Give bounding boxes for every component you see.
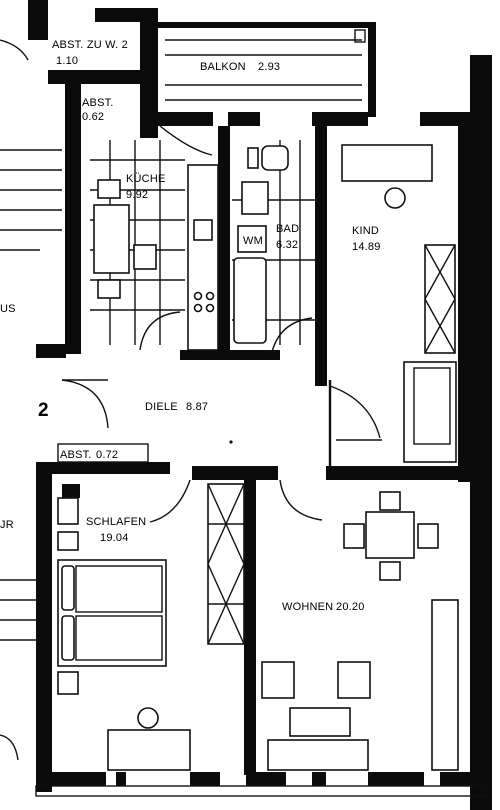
stool xyxy=(384,187,406,209)
child-bed-blanket xyxy=(413,367,451,445)
label-schlafen-area: 19.04 xyxy=(100,532,129,544)
stove-burner xyxy=(205,291,215,301)
dresser xyxy=(107,729,191,771)
label-wohnen-name: WOHNEN xyxy=(282,601,333,613)
schlafen-room xyxy=(57,483,245,771)
schlafen-door-swing xyxy=(149,479,191,523)
desk xyxy=(341,144,433,182)
label-diele-name: DIELE xyxy=(145,401,178,413)
label-kueche-area: 9.92 xyxy=(126,189,148,201)
bathroom-area xyxy=(232,140,315,353)
label-balkon-name: BALKON xyxy=(200,61,246,73)
stove-burner xyxy=(193,291,203,301)
bedroom-stool xyxy=(137,707,159,729)
bath-door-swing xyxy=(271,317,313,353)
abst-closet xyxy=(57,443,149,525)
label-bad-area: 6.32 xyxy=(276,239,298,251)
dining-table xyxy=(365,511,415,559)
stove-burner xyxy=(205,303,215,313)
kitchen-area xyxy=(90,140,219,351)
kitchen-table xyxy=(93,204,130,274)
pillow xyxy=(61,615,75,661)
toilet xyxy=(261,145,289,171)
edge-fragment-jr: JR xyxy=(0,519,14,531)
wall-unit xyxy=(431,599,459,771)
stairwell xyxy=(0,39,62,761)
label-diele-area: 8.87 xyxy=(186,401,208,413)
label-abst-mid-name: ABST. xyxy=(60,449,92,461)
blanket-left xyxy=(75,565,163,613)
bedroom-wardrobe xyxy=(207,483,245,645)
label-kind-name: KIND xyxy=(352,225,379,237)
kitchen-chair xyxy=(97,279,121,299)
child-bed xyxy=(403,361,457,463)
kind-door-swing xyxy=(329,385,381,439)
blanket-right xyxy=(75,615,163,661)
label-balkon-area: 2.93 xyxy=(258,61,280,73)
dining-chair xyxy=(343,523,365,549)
kitchen-counter xyxy=(187,164,219,351)
label-kind-area: 14.89 xyxy=(352,241,381,253)
label-abst-top-area: 0.62 xyxy=(82,111,104,123)
kitchen-chair xyxy=(133,244,157,270)
pillow xyxy=(61,565,75,611)
armchair xyxy=(337,661,371,699)
dining-chair xyxy=(379,561,401,581)
label-wohnen-area: 20.20 xyxy=(336,601,365,613)
label-wm: WM xyxy=(243,235,263,247)
wohnen-door-swing xyxy=(279,479,323,521)
armchair xyxy=(261,661,295,699)
kind-room xyxy=(329,144,457,463)
label-abst-zuw-name: ABST. ZU W. 2 xyxy=(52,39,128,51)
label-bad-name: BAD xyxy=(276,223,299,235)
wardrobe xyxy=(424,244,456,354)
unit-number: 2 xyxy=(38,400,49,421)
label-abst-mid-area: 0.72 xyxy=(96,449,118,461)
washing-machine xyxy=(237,225,267,253)
dining-chair xyxy=(379,491,401,511)
edge-fragment-us: US xyxy=(0,303,16,315)
toilet-tank xyxy=(247,147,259,169)
diele-area xyxy=(61,379,382,523)
nightstand xyxy=(57,531,79,551)
entry-door-swing xyxy=(61,379,109,429)
washbasin xyxy=(241,181,269,215)
sofa xyxy=(267,739,369,771)
label-schlafen-name: SCHLAFEN xyxy=(86,516,146,528)
sink xyxy=(193,219,213,241)
balcony xyxy=(159,29,366,156)
kitchen-door-swing xyxy=(139,311,181,351)
stove-burner xyxy=(193,303,203,313)
wohnen-room xyxy=(261,491,459,771)
walls xyxy=(28,0,492,810)
room-labels: ABST. ZU W. 2 1.10 BALKON 2.93 ABST. 0.6… xyxy=(0,39,381,613)
label-abst-zuw-area: 1.10 xyxy=(56,55,78,67)
label-abst-top-name: ABST. xyxy=(82,97,114,109)
kitchen-chair xyxy=(97,179,121,199)
dining-chair xyxy=(417,523,439,549)
label-kueche-name: KÜCHE xyxy=(126,173,166,185)
bathtub xyxy=(233,257,267,344)
coffee-table xyxy=(289,707,351,737)
nightstand xyxy=(57,671,79,695)
